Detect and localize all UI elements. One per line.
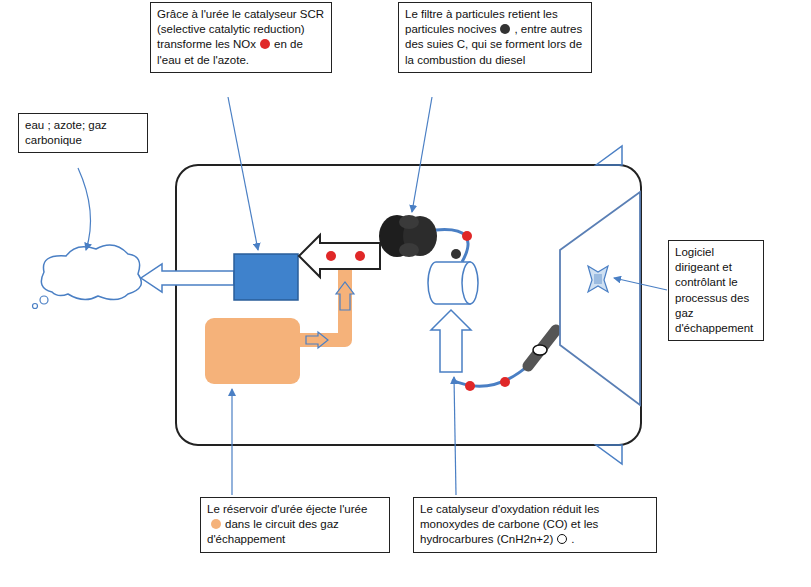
urea-dot bbox=[211, 519, 221, 529]
soot-particle bbox=[451, 249, 461, 259]
callout-text: Le filtre à particules retient les parti… bbox=[405, 7, 585, 68]
callout-text: Logiciel dirigeant et contrôlant le proc… bbox=[675, 245, 757, 336]
callout-text: dans le circuit des gaz d'échappement bbox=[207, 518, 339, 545]
soot-dot bbox=[500, 24, 510, 34]
vehicle-housing bbox=[176, 165, 641, 445]
oxidation-catalyst bbox=[428, 262, 478, 304]
outflow-arrow bbox=[141, 264, 234, 292]
callout-text: Le réservoir d'urée éjecte l'urée dans le… bbox=[207, 502, 383, 548]
callout-box: Le filtre à particules retient les parti… bbox=[398, 2, 592, 73]
exhaust-pipe bbox=[452, 364, 530, 386]
marker-triangle bbox=[596, 146, 622, 165]
callout-box: Le catalyseur d'oxydation réduit les mon… bbox=[413, 497, 657, 553]
flow-arrow-small bbox=[336, 282, 354, 310]
callout-text: Le réservoir d'urée éjecte l'urée bbox=[207, 503, 367, 515]
callout-text: Grâce à l'urée le catalyseur SCR (select… bbox=[157, 7, 325, 68]
hydrocarbon-dot bbox=[557, 534, 567, 544]
flow-arrow bbox=[431, 310, 471, 372]
exhaust-cloud bbox=[33, 245, 142, 309]
nox-particle bbox=[355, 251, 365, 261]
flow-arrow-small bbox=[306, 332, 328, 348]
nox-particle bbox=[326, 251, 336, 261]
nox-particle bbox=[465, 381, 475, 391]
callout-text: Logiciel dirigeant et contrôlant le proc… bbox=[675, 246, 753, 334]
hydrocarbon-particle bbox=[533, 345, 547, 355]
marker-triangle bbox=[596, 445, 622, 464]
callout-text: Le catalyseur d'oxydation réduit les mon… bbox=[420, 502, 650, 548]
callout-text: eau ; azote; gaz carbonique bbox=[25, 118, 141, 148]
urea-tank bbox=[205, 318, 300, 384]
nox-dot bbox=[260, 39, 270, 49]
engine-block bbox=[560, 192, 640, 405]
nox-particle bbox=[500, 377, 510, 387]
callout-box: Le réservoir d'urée éjecte l'urée dans le… bbox=[200, 497, 390, 553]
nox-particle bbox=[462, 231, 472, 241]
scr-catalyst bbox=[234, 254, 298, 300]
callout-text: . bbox=[571, 533, 574, 545]
callout-box: Grâce à l'urée le catalyseur SCR (select… bbox=[150, 2, 332, 73]
callout-box: Logiciel dirigeant et contrôlant le proc… bbox=[668, 240, 764, 341]
urea-pipe bbox=[296, 270, 345, 340]
control-unit-icon bbox=[588, 266, 608, 292]
output-box: eau ; azote; gaz carbonique bbox=[18, 113, 148, 153]
engine-outlet bbox=[528, 330, 556, 366]
leader-lines bbox=[78, 97, 667, 495]
callout-text: eau ; azote; gaz carbonique bbox=[25, 119, 107, 146]
particle-filter bbox=[379, 215, 437, 257]
